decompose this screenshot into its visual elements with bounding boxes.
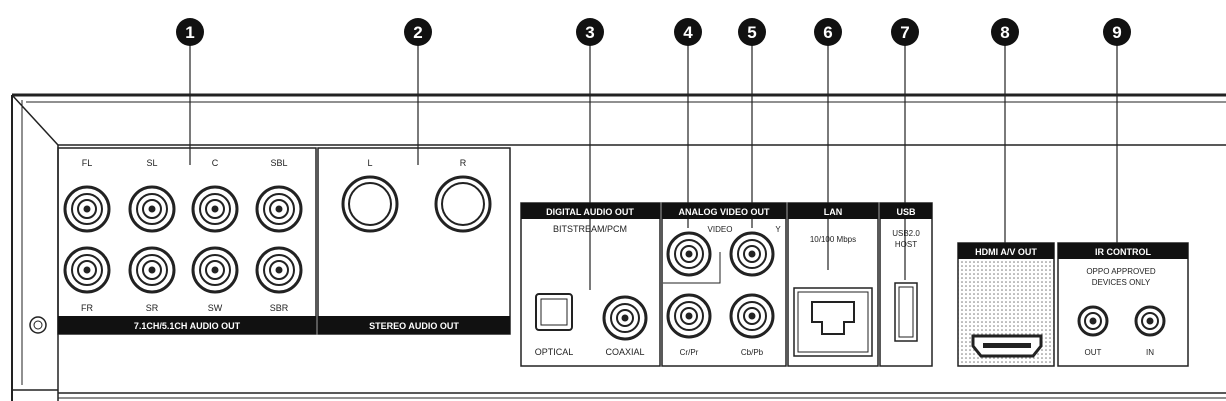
jack-label-fr: FR bbox=[81, 303, 93, 313]
rca-jack-icon bbox=[255, 246, 303, 294]
callout-1: 1 bbox=[176, 18, 204, 46]
svg-text:4: 4 bbox=[683, 23, 693, 42]
rca-jack-icon bbox=[191, 185, 239, 233]
jack-label-r: R bbox=[460, 158, 467, 168]
digital-audio-title: DIGITAL AUDIO OUT bbox=[546, 207, 634, 217]
multichannel-audio-title: 7.1CH/5.1CH AUDIO OUT bbox=[134, 321, 241, 331]
usb-version: USB2.0 bbox=[892, 229, 920, 238]
panel-digital-audio: DIGITAL AUDIO OUT BITSTREAM/PCM OPTICAL … bbox=[520, 202, 661, 367]
panel-lan: LAN 10/100 Mbps bbox=[787, 202, 879, 367]
hdmi-port-icon bbox=[971, 334, 1043, 358]
ir-note-line1: OPPO APPROVED bbox=[1086, 267, 1156, 276]
digital-audio-subtitle: BITSTREAM/PCM bbox=[553, 224, 627, 234]
jack-label-sbr: SBR bbox=[270, 303, 289, 313]
analog-video-title: ANALOG VIDEO OUT bbox=[678, 207, 770, 217]
svg-text:3: 3 bbox=[585, 23, 594, 42]
svg-text:9: 9 bbox=[1112, 23, 1121, 42]
lan-speed: 10/100 Mbps bbox=[810, 235, 856, 244]
svg-text:6: 6 bbox=[823, 23, 832, 42]
callout-7: 7 bbox=[891, 18, 919, 46]
jack-label-sl: SL bbox=[146, 158, 157, 168]
jack-label-sr: SR bbox=[146, 303, 159, 313]
ethernet-port-icon bbox=[793, 287, 873, 357]
usb-host: HOST bbox=[895, 240, 917, 249]
jack-label-c: C bbox=[212, 158, 219, 168]
ir-control-title: IR CONTROL bbox=[1095, 247, 1151, 257]
rca-jacks-multichannel bbox=[63, 185, 303, 294]
rca-jacks-video bbox=[666, 231, 775, 339]
panel-usb: USB USB2.0 HOST bbox=[879, 202, 933, 367]
ir-in-label: IN bbox=[1146, 348, 1154, 357]
xlr-jack-icon bbox=[341, 175, 399, 233]
svg-text:2: 2 bbox=[413, 23, 422, 42]
svg-text:1: 1 bbox=[185, 23, 194, 42]
ir-in-jack-icon bbox=[1134, 305, 1166, 337]
component-cr-jack-icon bbox=[666, 293, 712, 339]
callout-4: 4 bbox=[674, 18, 702, 46]
callout-markers: 1 2 3 4 5 6 7 8 9 bbox=[176, 18, 1131, 46]
y-label: Y bbox=[775, 225, 781, 234]
cb-label: Cb/Pb bbox=[741, 348, 764, 357]
hdmi-title: HDMI A/V OUT bbox=[975, 247, 1037, 257]
screw-icon bbox=[29, 316, 47, 334]
optical-port-icon bbox=[535, 293, 573, 331]
jack-label-fl: FL bbox=[82, 158, 93, 168]
rca-jack-icon bbox=[128, 246, 176, 294]
xlr-jack-icon bbox=[434, 175, 492, 233]
panel-multichannel-audio: 7.1CH/5.1CH AUDIO OUT FL SL C SBL FR SR … bbox=[57, 147, 317, 335]
video-label: VIDEO bbox=[708, 225, 733, 234]
svg-text:5: 5 bbox=[747, 23, 756, 42]
panel-stereo-audio: STEREO AUDIO OUT L R bbox=[317, 147, 511, 335]
ir-note-line2: DEVICES ONLY bbox=[1092, 278, 1151, 287]
stereo-audio-title: STEREO AUDIO OUT bbox=[369, 321, 459, 331]
usb-port-icon bbox=[894, 282, 918, 342]
component-cb-jack-icon bbox=[729, 293, 775, 339]
component-y-jack-icon bbox=[729, 231, 775, 277]
rca-jack-icon bbox=[63, 185, 111, 233]
callout-6: 6 bbox=[814, 18, 842, 46]
optical-label: OPTICAL bbox=[535, 347, 574, 357]
usb-title: USB bbox=[896, 207, 916, 217]
rca-jack-icon bbox=[191, 246, 239, 294]
cr-label: Cr/Pr bbox=[680, 348, 699, 357]
ir-out-jack-icon bbox=[1077, 305, 1109, 337]
panel-analog-video: ANALOG VIDEO OUT VIDEO Y Cr/Pr Cb/Pb bbox=[661, 202, 787, 367]
lan-title: LAN bbox=[824, 207, 843, 217]
panel-ir-control: IR CONTROL OPPO APPROVED DEVICES ONLY OU… bbox=[1057, 242, 1189, 367]
rca-jack-icon bbox=[255, 185, 303, 233]
panel-hdmi: HDMI A/V OUT bbox=[957, 242, 1055, 367]
rca-jack-icon bbox=[63, 246, 111, 294]
jack-label-sw: SW bbox=[208, 303, 223, 313]
callout-5: 5 bbox=[738, 18, 766, 46]
coaxial-jack-icon bbox=[602, 295, 648, 341]
coaxial-label: COAXIAL bbox=[605, 347, 644, 357]
jack-label-sbl: SBL bbox=[270, 158, 287, 168]
callout-9: 9 bbox=[1103, 18, 1131, 46]
callout-8: 8 bbox=[991, 18, 1019, 46]
callout-2: 2 bbox=[404, 18, 432, 46]
callout-leaders bbox=[189, 45, 1118, 290]
svg-text:7: 7 bbox=[900, 23, 909, 42]
callout-3: 3 bbox=[576, 18, 604, 46]
composite-video-jack-icon bbox=[666, 231, 712, 277]
ir-out-label: OUT bbox=[1085, 348, 1102, 357]
svg-text:8: 8 bbox=[1000, 23, 1009, 42]
jack-label-l: L bbox=[367, 158, 372, 168]
rca-jack-icon bbox=[128, 185, 176, 233]
